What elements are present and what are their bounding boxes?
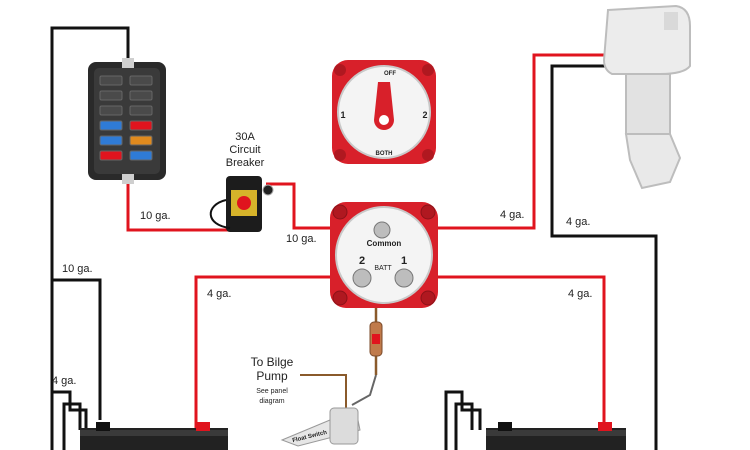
fuse-slot xyxy=(99,75,123,86)
wire-label-batt2-positive: 4 ga. xyxy=(207,288,231,300)
common-terminal xyxy=(373,221,391,239)
bilge-title-line1: To Bilge xyxy=(251,355,294,369)
fuse-slot xyxy=(129,90,153,101)
battery-selector-switch-top xyxy=(332,60,436,164)
wire-label-batt2-ground: 4 ga. xyxy=(52,375,76,387)
top-switch-both-label: BOTH xyxy=(376,151,393,157)
fuse-slot xyxy=(99,105,123,116)
fuse-to-breaker-wire xyxy=(126,178,232,232)
switch-to-motor-wire xyxy=(382,53,606,230)
batt1-ground-wire xyxy=(444,390,482,450)
wire-label-breaker-to-switch: 10 ga. xyxy=(286,233,317,245)
wire-label-switch-to-motor: 4 ga. xyxy=(500,209,524,221)
float-switch-wire xyxy=(351,374,377,406)
top-switch-off-label: OFF xyxy=(384,71,396,77)
fuse-block xyxy=(88,58,166,184)
battery-selector-switch-back xyxy=(330,202,438,308)
fuse-slot xyxy=(129,150,153,161)
circuit-breaker xyxy=(209,176,274,232)
switch-common-label: Common xyxy=(367,239,402,248)
fuse-ground-wire xyxy=(52,278,102,420)
bilge-note-line1: See panel xyxy=(256,388,288,395)
fuse-slot xyxy=(99,135,123,146)
wire-label-fuse-ground: 10 ga. xyxy=(62,263,93,275)
breaker-label-line1: Circuit xyxy=(229,144,260,156)
batt1-ground-wire-inner xyxy=(454,402,474,450)
fuse-slot xyxy=(129,135,153,146)
wire-label-motor-ground: 4 ga. xyxy=(566,216,590,228)
switch-terminal-1-label: 1 xyxy=(401,255,407,267)
batt2-terminal xyxy=(352,268,372,288)
fuse-slot xyxy=(129,120,153,131)
breaker-label-line2: Breaker xyxy=(226,157,265,169)
outboard-motor xyxy=(602,4,691,190)
batt1-terminal xyxy=(394,268,414,288)
bilge-title-line2: Pump xyxy=(256,369,288,383)
wire-label-fuse-to-breaker: 10 ga. xyxy=(140,210,171,222)
fuse-slot xyxy=(99,120,123,131)
batt2-positive-wire xyxy=(194,275,362,430)
bilge-pump-wire xyxy=(300,374,347,408)
fuse-slot xyxy=(99,90,123,101)
battery-1 xyxy=(486,422,626,450)
batt1-positive-wire xyxy=(404,275,606,430)
wire-label-batt1-positive: 4 ga. xyxy=(568,288,592,300)
top-switch-1-label: 1 xyxy=(340,110,345,120)
fuse-slot xyxy=(129,105,153,116)
fuse-ground-wire-top xyxy=(50,26,130,450)
batt2-ground-wire xyxy=(50,390,88,450)
top-switch-2-label: 2 xyxy=(422,110,427,120)
batt2-ground-wire-inner xyxy=(62,402,82,450)
bilge-note-line2: diagram xyxy=(259,398,284,405)
breaker-amps-label: 30A xyxy=(235,131,255,143)
motor-ground-wire xyxy=(550,64,658,450)
switch-batt-label: BATT xyxy=(374,265,392,272)
fuse-slot xyxy=(99,150,123,161)
inline-fuse xyxy=(369,321,383,357)
fuse-slot xyxy=(129,75,153,86)
switch-terminal-2-label: 2 xyxy=(359,255,365,267)
battery-2 xyxy=(80,422,228,450)
float-switch xyxy=(280,407,361,447)
